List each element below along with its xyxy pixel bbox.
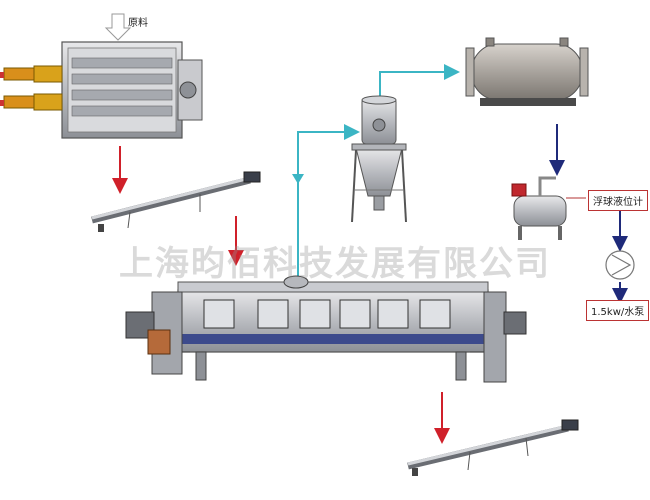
- vapor-down-arrowhead: [292, 174, 304, 184]
- raw-material-label: 原料: [128, 16, 148, 29]
- feed-inlet-arrow: [104, 13, 132, 41]
- receiver-tank: [511, 176, 567, 240]
- float-level-meter-label: 浮球液位计: [588, 190, 648, 211]
- cyclone-separator: [351, 95, 407, 223]
- vapor-line-to-condenser: [379, 64, 460, 96]
- screw-conveyor-upper: [91, 171, 261, 232]
- pump-symbol: [605, 250, 635, 280]
- feed-mixer: [0, 13, 203, 139]
- vapor-line-up: [297, 124, 360, 278]
- condenser: [465, 37, 589, 106]
- water-pump-label: 1.5kw/水泵: [586, 300, 650, 321]
- screw-conveyor-lower: [407, 419, 579, 476]
- paddle-dryer: [125, 275, 527, 383]
